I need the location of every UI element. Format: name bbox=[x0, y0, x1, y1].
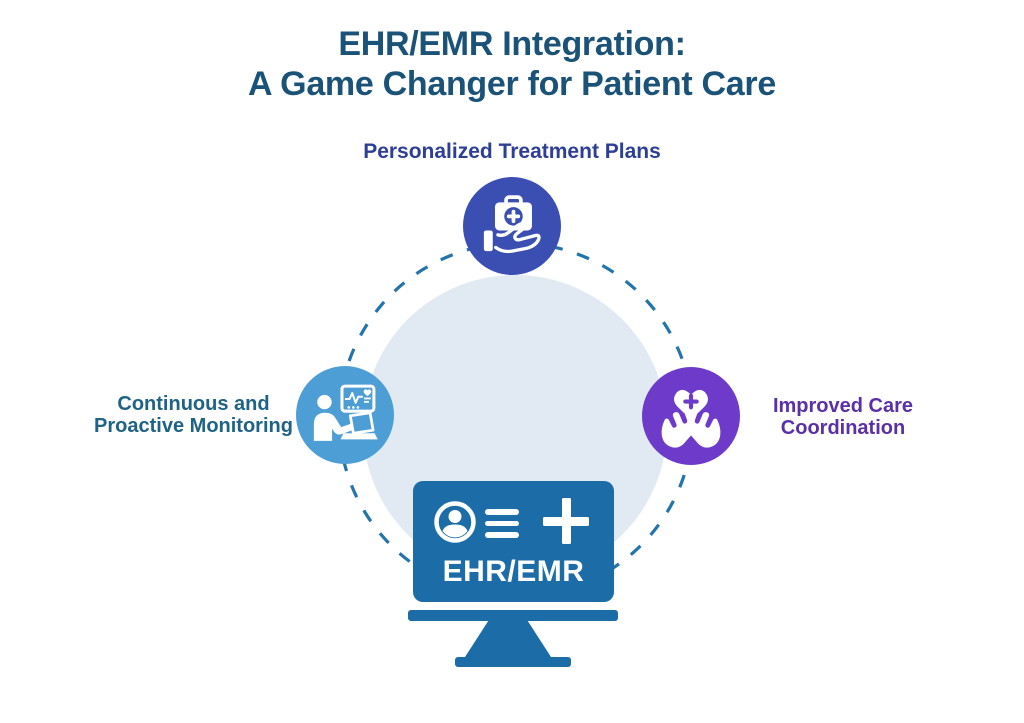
monitor-base bbox=[455, 657, 571, 667]
hands-holding-heart-icon bbox=[661, 389, 721, 448]
medical-kit-in-hand-icon bbox=[483, 195, 541, 254]
left-node-label-line-2: Proactive Monitoring bbox=[94, 415, 293, 437]
ehr-monitor-screen: EHR/EMR bbox=[413, 481, 614, 602]
right-node-label-line-1: Improved Care bbox=[772, 395, 914, 417]
right-node-circle bbox=[642, 367, 740, 465]
right-node-label: Improved Care Coordination bbox=[733, 395, 953, 439]
ehr-emr-label: EHR/EMR bbox=[442, 555, 585, 588]
patient-monitoring-icon bbox=[313, 384, 378, 441]
user-profile-icon bbox=[434, 501, 476, 543]
menu-bar bbox=[485, 532, 519, 538]
plus-icon bbox=[543, 498, 589, 544]
top-node-circle bbox=[463, 177, 561, 275]
monitor-bezel bbox=[408, 610, 618, 621]
plus-icon-horizontal-bar bbox=[543, 516, 589, 526]
menu-list-icon bbox=[485, 509, 519, 538]
top-node-label: Personalized Treatment Plans bbox=[363, 140, 661, 163]
right-node-label-line-2: Coordination bbox=[780, 417, 906, 439]
monitor-screen-icons bbox=[413, 481, 614, 547]
left-node-label: Continuous and Proactive Monitoring bbox=[61, 393, 326, 437]
left-node-circle bbox=[296, 366, 394, 464]
title-line-1: EHR/EMR Integration: bbox=[338, 25, 686, 63]
left-node-label-line-1: Continuous and bbox=[117, 393, 270, 415]
title-line-2: A Game Changer for Patient Care bbox=[248, 65, 776, 103]
page-title: EHR/EMR Integration: A Game Changer for … bbox=[0, 24, 1024, 104]
menu-bar bbox=[485, 509, 519, 515]
menu-bar bbox=[485, 520, 519, 526]
